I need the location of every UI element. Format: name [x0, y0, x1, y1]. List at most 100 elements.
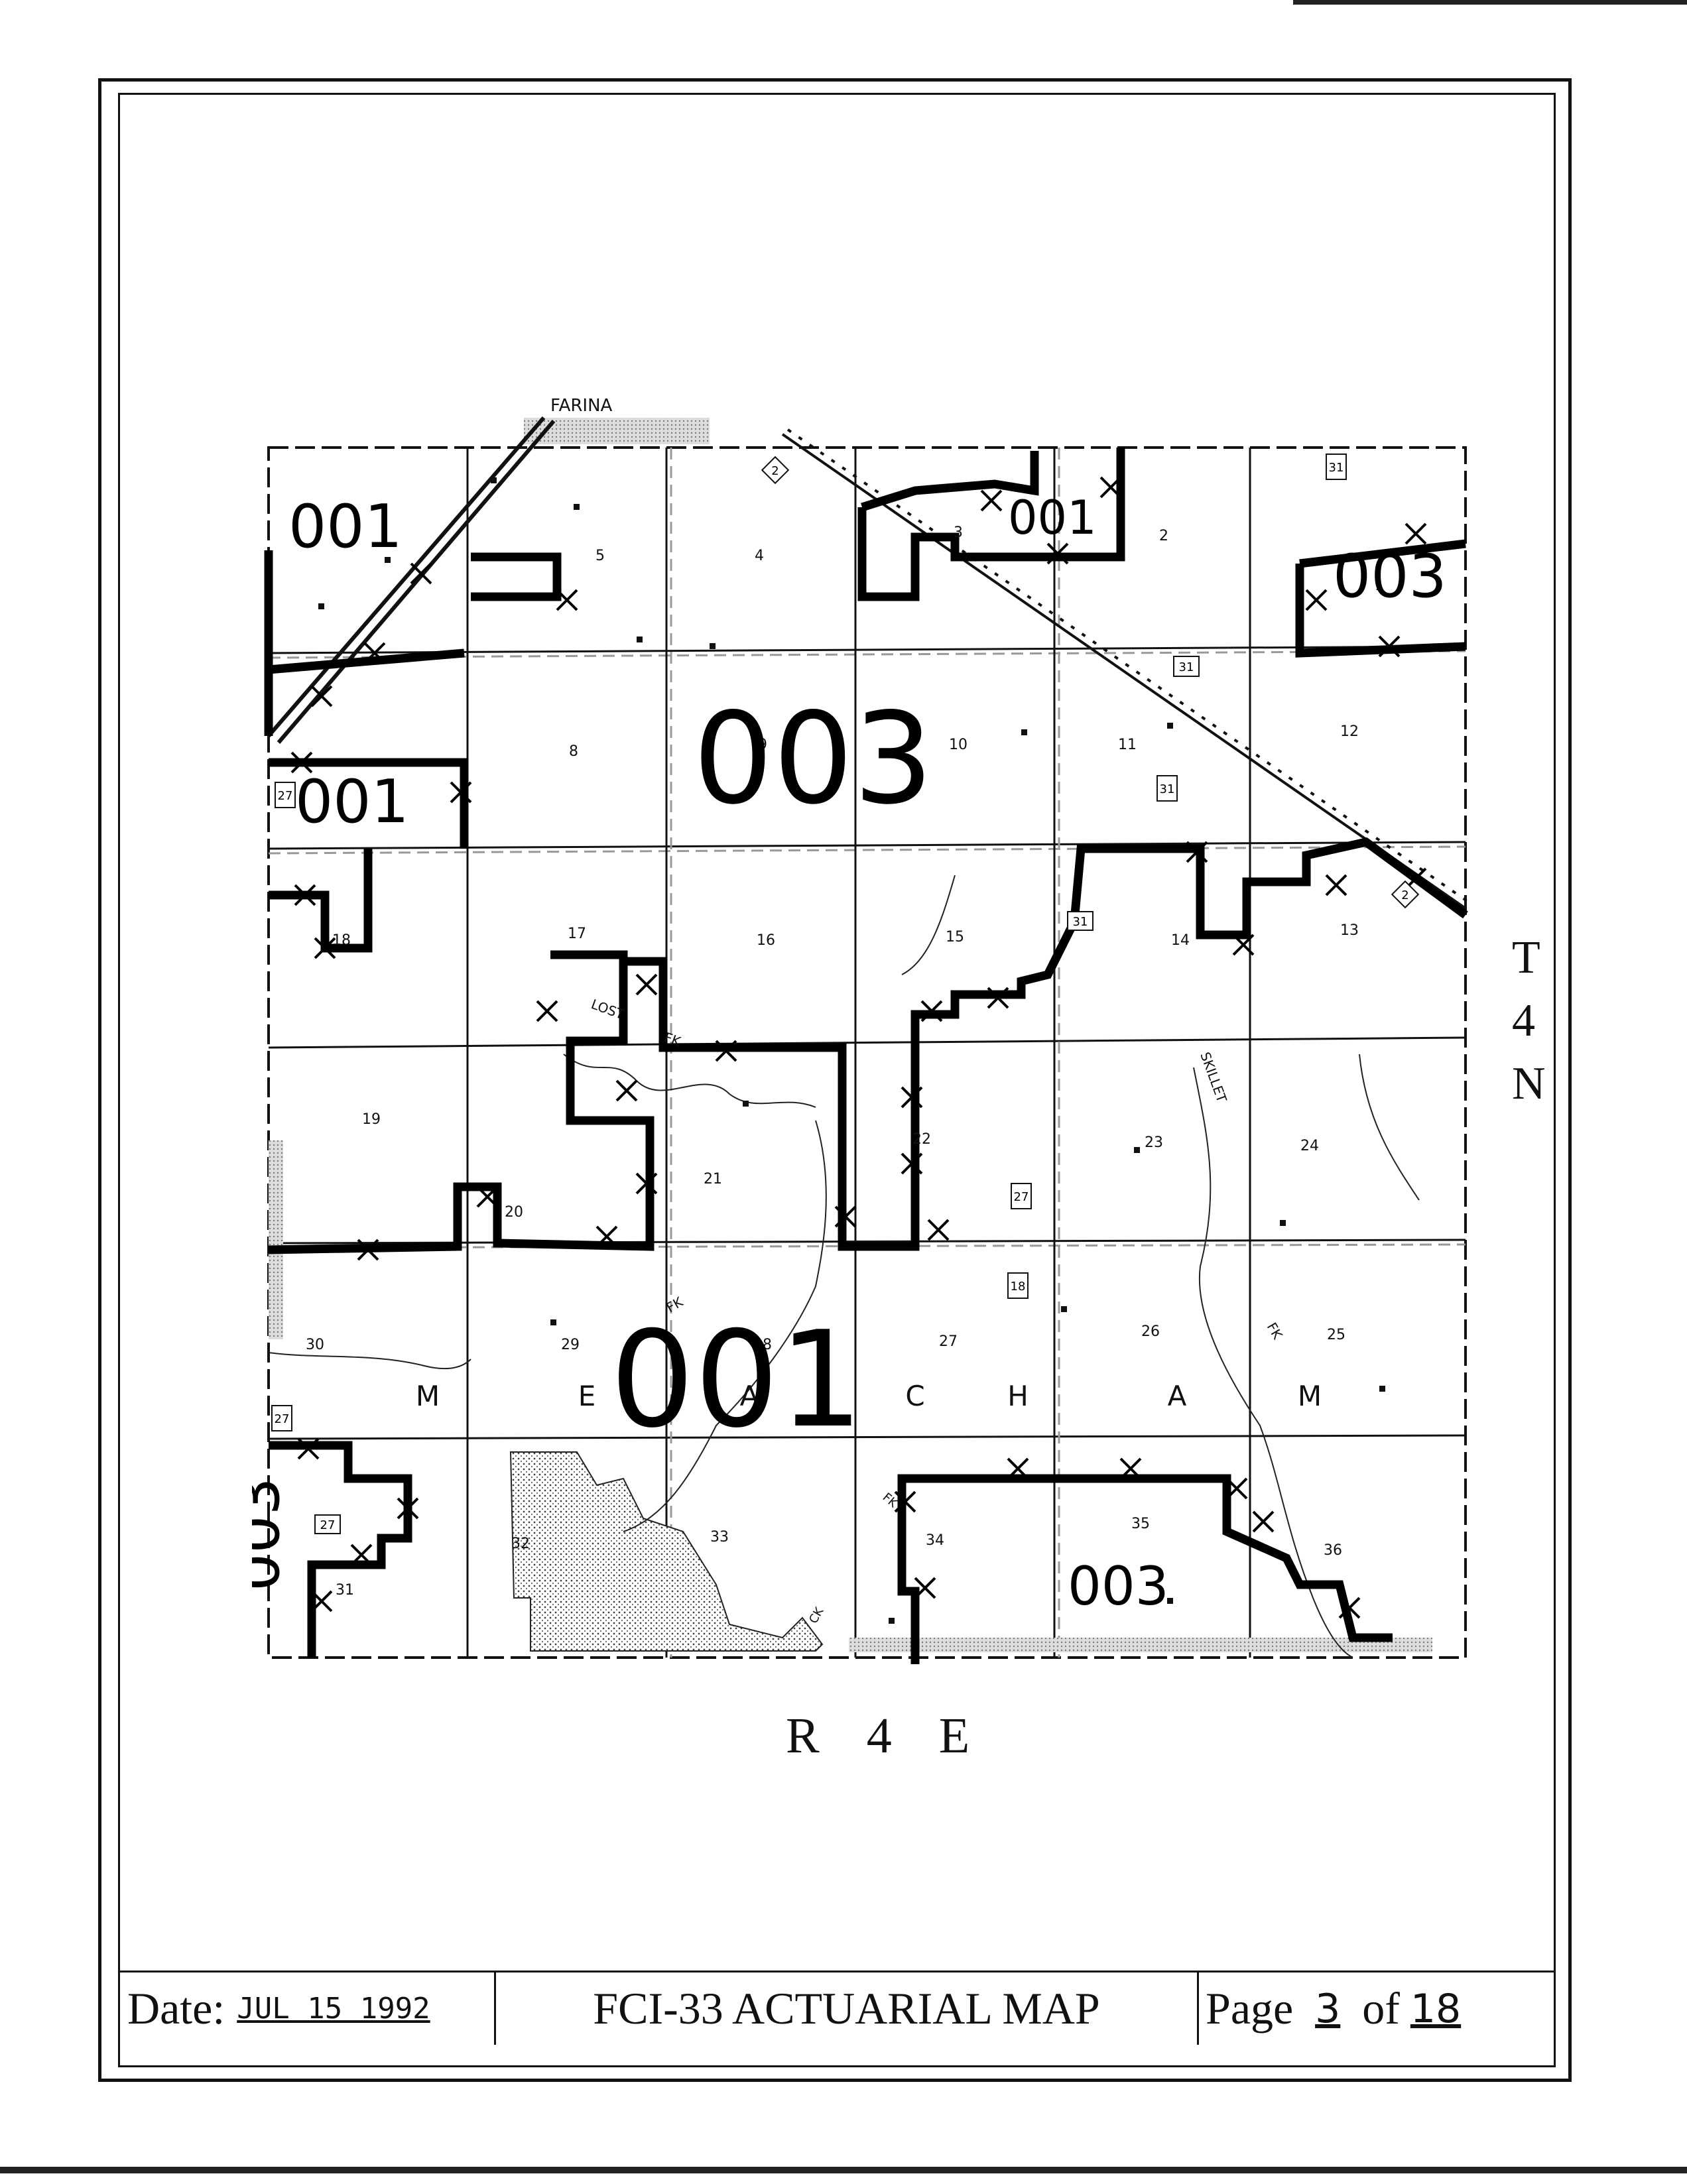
section-number: 20: [505, 1204, 523, 1221]
page-label: Page: [1206, 1983, 1294, 2033]
section-number: 14: [1171, 932, 1190, 949]
route-number: 31: [1329, 461, 1344, 475]
section-number: 12: [1340, 723, 1359, 740]
section-number: 2: [1159, 528, 1168, 544]
zone-code: 003: [1333, 542, 1447, 611]
route-number: 27: [278, 789, 293, 803]
route-shield: 27: [1011, 1183, 1032, 1209]
route-number: 27: [1014, 1190, 1029, 1204]
page-of-label: of: [1362, 1983, 1400, 2033]
town-label: FARINA: [550, 396, 613, 416]
section-number: 19: [362, 1111, 381, 1128]
document-title: FCI-33 ACTUARIAL MAP: [593, 1983, 1100, 2033]
township-label-direction: N: [1512, 1058, 1546, 1109]
route-number: 31: [1160, 782, 1175, 796]
section-number: 4: [755, 548, 764, 564]
footer-date-cell: Date: JUL 15 1992: [119, 1971, 494, 2045]
boundary-x-marks: [290, 476, 1427, 1619]
section-number: 28: [753, 1337, 772, 1353]
section-number: 21: [704, 1171, 722, 1187]
rating-boundaries: [264, 448, 1468, 1664]
section-number: 23: [1145, 1134, 1163, 1151]
route-number: 31: [1073, 915, 1088, 929]
lake-area: [509, 1451, 824, 1652]
route-number: 27: [275, 1412, 290, 1426]
section-number: 27: [939, 1333, 958, 1350]
route-shields: 2 31 27 31 31 31 2 18 27 27 27: [271, 454, 1420, 1534]
shaded-strip-south: [849, 1638, 1432, 1652]
route-shield: 2: [761, 455, 790, 485]
route-shield: 27: [271, 1405, 292, 1431]
section-number: 17: [568, 926, 586, 942]
streams: [268, 875, 1420, 1658]
route-number: 31: [1179, 660, 1194, 674]
section-number: 32: [511, 1536, 530, 1552]
zone-code: 003: [693, 686, 934, 832]
section-number: 22: [912, 1131, 931, 1148]
township-label-letter: T: [1512, 932, 1540, 983]
township-letter: M: [1298, 1380, 1322, 1412]
section-number: 10: [949, 737, 968, 753]
section-number: 35: [1131, 1516, 1150, 1532]
route-shield: 31: [1156, 775, 1178, 802]
stream-label: SKILLET: [1197, 1050, 1230, 1105]
route-shield: 31: [1326, 454, 1347, 480]
section-number: 13: [1340, 922, 1359, 939]
section-number: 9: [758, 737, 767, 753]
section-number: 15: [946, 929, 964, 945]
zone-code: 001: [610, 1303, 863, 1457]
route-shield: 27: [275, 782, 296, 808]
section-number: 33: [710, 1529, 729, 1546]
stream-label: FK: [1264, 1320, 1286, 1343]
section-numbers: 5 4 3 2 1 8 9 10 11 12 18 17 16 15 14 13…: [306, 524, 1384, 1599]
township-letter: E: [578, 1380, 596, 1412]
section-number: 16: [757, 932, 775, 949]
page-current: 3: [1315, 1985, 1341, 2032]
route-shield: 27: [314, 1514, 341, 1534]
shaded-strip-west: [269, 1140, 283, 1339]
route-shield: 18: [1007, 1272, 1029, 1299]
zone-code: 001: [288, 492, 403, 562]
section-number: 11: [1118, 737, 1137, 753]
page-border-outer: [98, 78, 1572, 2082]
page-total: 18: [1410, 1985, 1462, 2032]
rating-zone-codes: 001 001 003 003 001 001 003 003: [252, 491, 1447, 1617]
route-shield: 31: [1173, 656, 1200, 677]
zone-code: 003: [1068, 1555, 1169, 1617]
highway-diagonal: [267, 416, 556, 744]
section-number: 34: [926, 1532, 944, 1549]
route-shield: 31: [1067, 911, 1093, 931]
route-number: 2: [771, 464, 779, 478]
route-number: 2: [1401, 888, 1408, 902]
section-number: 18: [332, 932, 351, 949]
footer-title-cell: FCI-33 ACTUARIAL MAP: [494, 1971, 1197, 2045]
footer-page-cell: Page 3 of 18: [1197, 1971, 1555, 2045]
section-number: 31: [336, 1582, 354, 1599]
section-number: 30: [306, 1337, 324, 1353]
township-map: 5 4 3 2 1 8 9 10 11 12 18 17 16 15 14 13…: [252, 396, 1472, 1664]
building-marks: [318, 477, 1385, 1624]
railroad: [781, 428, 1472, 910]
map-boundary: [267, 446, 1467, 1659]
section-number: 24: [1300, 1138, 1319, 1154]
section-number: 36: [1324, 1542, 1342, 1559]
route-number: 27: [320, 1518, 336, 1532]
section-number: 25: [1327, 1327, 1345, 1343]
section-grid: [268, 448, 1466, 1658]
date-label: Date:: [127, 1983, 225, 2033]
section-number: 8: [569, 743, 578, 760]
township-letter: H: [1007, 1380, 1029, 1412]
zone-code: 001: [1008, 491, 1097, 545]
township-label-number: 4: [1512, 995, 1535, 1046]
section-number: 5: [595, 548, 605, 564]
zone-code: 003: [252, 1477, 293, 1591]
township-letter: A: [740, 1380, 759, 1412]
section-number: 3: [954, 524, 963, 541]
scan-bottom-rule: [0, 2167, 1687, 2173]
page-border-inner: [118, 93, 1556, 2067]
scan-top-rule: [1293, 0, 1687, 5]
range-label: R 4 E: [786, 1708, 987, 1764]
section-number: 26: [1141, 1323, 1160, 1340]
township-letter: M: [416, 1380, 440, 1412]
stream-label: CK: [806, 1605, 827, 1626]
